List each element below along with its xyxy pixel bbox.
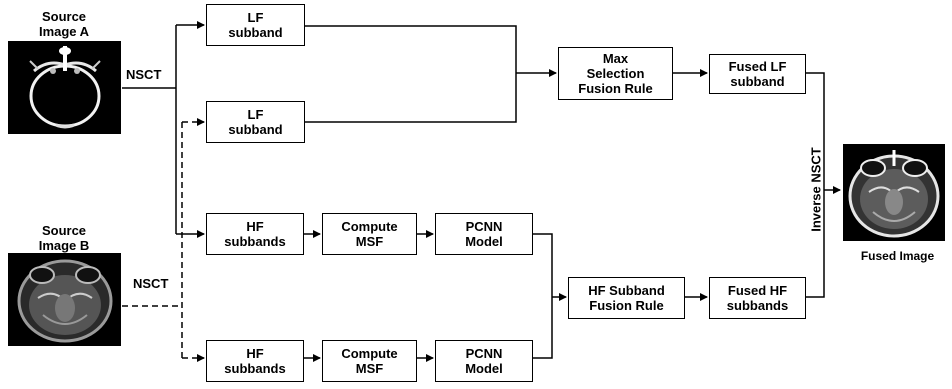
lf-subband-a-box: LF subband <box>206 4 305 46</box>
hf-subbands-a-box: HF subbands <box>206 213 304 255</box>
hf-subbands-b-box: HF subbands <box>206 340 304 382</box>
brain-mri-image <box>8 253 121 346</box>
inverse-nsct-label: Inverse NSCT <box>808 147 824 232</box>
lf-subband-b-box: LF subband <box>206 101 305 143</box>
source-a-label: Source Image A <box>38 9 90 39</box>
inverse-merge-line <box>806 72 825 298</box>
pcnn-merge-line <box>533 233 553 359</box>
fused-lf-subband-box: Fused LF subband <box>709 54 806 94</box>
fused-hf-subbands-box: Fused HF subbands <box>709 277 806 319</box>
source-image-b <box>8 253 121 346</box>
compute-msf-b-box: Compute MSF <box>322 340 417 382</box>
source-image-a <box>8 41 121 134</box>
fused-image-label: Fused Image <box>860 249 935 263</box>
lf-merge-line <box>305 25 517 123</box>
fused-image <box>843 144 945 241</box>
max-selection-fusion-rule-box: Max Selection Fusion Rule <box>558 47 673 100</box>
skull-ct-image <box>8 41 121 134</box>
pcnn-model-a-box: PCNN Model <box>435 213 533 255</box>
pcnn-model-b-box: PCNN Model <box>435 340 533 382</box>
nsct-label-a: NSCT <box>126 67 162 82</box>
source-b-label: Source Image B <box>38 223 90 253</box>
compute-msf-a-box: Compute MSF <box>322 213 417 255</box>
fused-brain-image <box>843 144 945 241</box>
nsct-label-b: NSCT <box>133 276 169 291</box>
hf-subband-fusion-rule-box: HF Subband Fusion Rule <box>568 277 685 319</box>
